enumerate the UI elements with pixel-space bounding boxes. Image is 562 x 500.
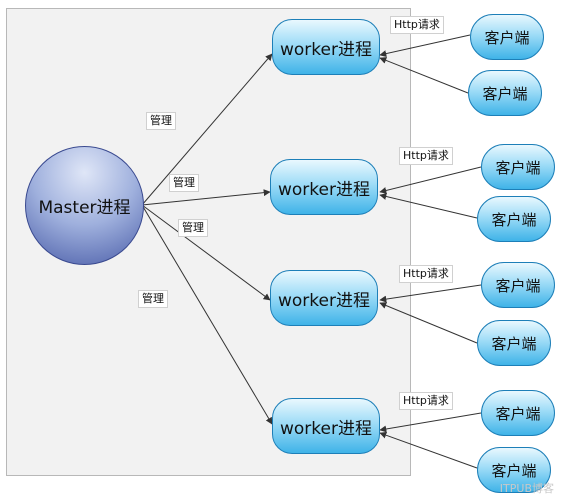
client-node-6: 客户端 — [477, 320, 551, 366]
http-request-label-2: Http请求 — [399, 147, 453, 165]
request-arrow-4b — [379, 431, 478, 469]
client-node-1: 客户端 — [470, 14, 544, 60]
manage-label-1: 管理 — [146, 112, 176, 130]
manage-label-2: 管理 — [169, 174, 199, 192]
client-label: 客户端 — [495, 276, 541, 295]
worker-process-node-4: worker进程 — [272, 398, 380, 454]
client-label: 客户端 — [495, 158, 541, 177]
worker-process-node-1: worker进程 — [272, 19, 380, 75]
request-arrow-4a — [379, 412, 482, 433]
request-arrow-1b — [379, 57, 469, 94]
client-label: 客户端 — [484, 28, 530, 47]
worker-process-label: worker进程 — [278, 179, 370, 200]
client-label: 客户端 — [491, 334, 537, 353]
client-label: 客户端 — [495, 404, 541, 423]
worker-process-label: worker进程 — [280, 418, 372, 439]
worker-process-label: worker进程 — [278, 290, 370, 311]
manage-arrow-1 — [141, 53, 273, 206]
request-arrow-3b — [379, 302, 478, 344]
manage-arrow-3 — [141, 204, 271, 301]
http-request-label-4: Http请求 — [399, 392, 453, 410]
manage-arrow-4 — [141, 204, 273, 425]
master-process-node: Master进程 — [25, 146, 144, 265]
client-node-3: 客户端 — [481, 144, 555, 190]
client-label: 客户端 — [491, 461, 537, 480]
request-arrow-3a — [379, 284, 482, 303]
client-label: 客户端 — [491, 210, 537, 229]
manage-label-4: 管理 — [138, 290, 168, 308]
worker-process-node-3: worker进程 — [270, 270, 378, 326]
client-node-7: 客户端 — [481, 390, 555, 436]
client-label: 客户端 — [482, 84, 528, 103]
http-request-label-3: Http请求 — [399, 265, 453, 283]
http-request-label-1: Http请求 — [390, 16, 444, 34]
request-arrow-1a — [379, 34, 471, 58]
client-node-4: 客户端 — [477, 196, 551, 242]
manage-arrow-2 — [141, 189, 271, 206]
master-process-label: Master进程 — [38, 198, 131, 218]
client-node-5: 客户端 — [481, 262, 555, 308]
request-arrow-2a — [379, 166, 482, 194]
request-arrow-2b — [379, 193, 478, 219]
client-node-2: 客户端 — [468, 70, 542, 116]
watermark: ITPUB博客 — [499, 482, 554, 495]
worker-process-label: worker进程 — [280, 39, 372, 60]
client-node-8: 客户端 — [477, 447, 551, 493]
manage-label-3: 管理 — [178, 219, 208, 237]
worker-process-node-2: worker进程 — [270, 159, 378, 215]
